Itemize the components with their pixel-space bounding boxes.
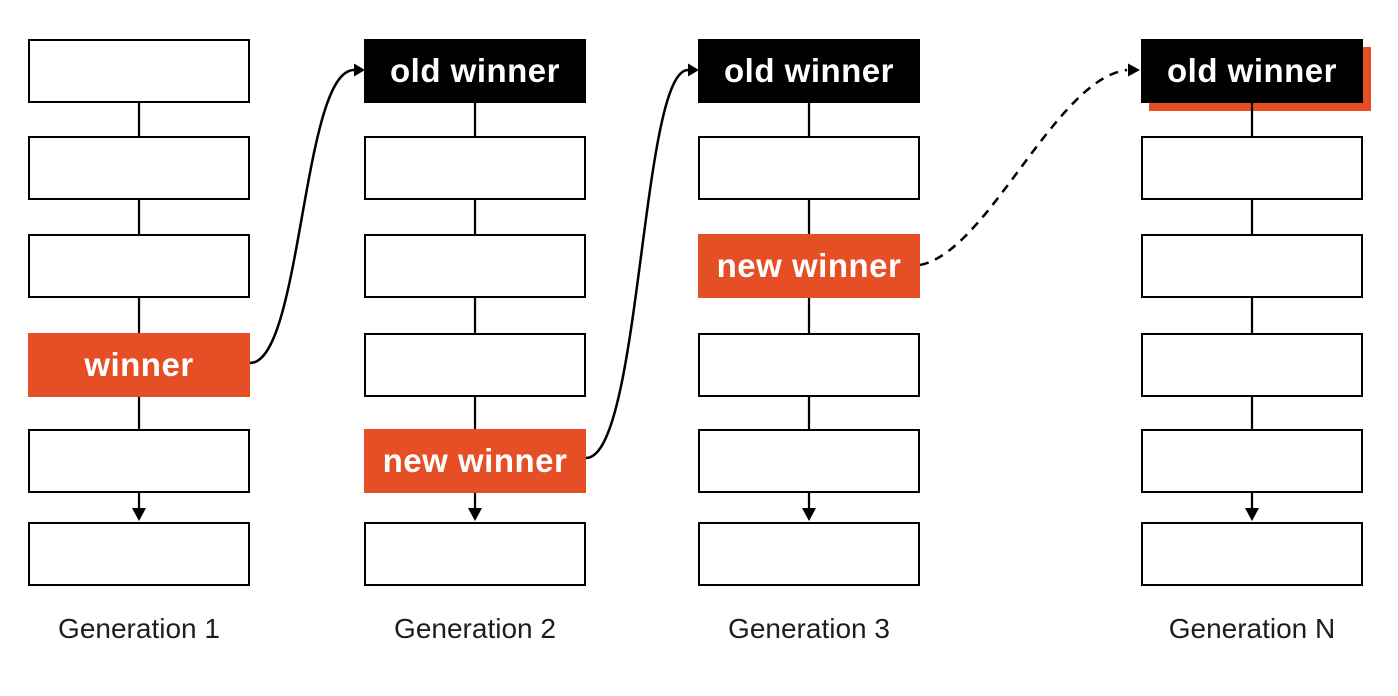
candidate-box [364,522,586,586]
candidate-box [364,136,586,200]
candidate-box [1141,522,1363,586]
new-winner-box: new winner [364,429,586,493]
winner-box: winner [28,333,250,397]
old-winner-box: old winner [364,39,586,103]
winner-arrow-gen1-to-gen2 [249,68,355,365]
generation-label: Generation 3 [728,613,890,644]
down-arrowhead [468,508,482,521]
candidate-box [698,522,920,586]
candidate-box [1141,333,1363,397]
generation-label: Generation N [1168,613,1336,644]
down-arrowhead [132,508,146,521]
old-winner-box: old winner [1141,39,1363,103]
candidate-box [1141,429,1363,493]
candidate-box [28,522,250,586]
winner-arrow-gen3-to-genN-dashed [919,68,1128,267]
generation-label: Generation 2 [394,613,556,644]
candidate-box [698,333,920,397]
generation-label: Generation 1 [58,613,220,644]
candidate-box [364,234,586,298]
old-winner-box: old winner [698,39,920,103]
candidate-box [698,429,920,493]
candidate-box [28,39,250,103]
candidate-box [28,136,250,200]
right-arrowhead [1128,63,1140,77]
candidate-box [28,429,250,493]
candidate-box [698,136,920,200]
winner-arrow-gen2-to-gen3 [585,68,689,460]
new-winner-box: new winner [698,234,920,298]
down-arrowhead [802,508,816,521]
down-arrowhead [1245,508,1259,521]
candidate-box [364,333,586,397]
candidate-box [1141,136,1363,200]
candidate-box [28,234,250,298]
candidate-box [1141,234,1363,298]
